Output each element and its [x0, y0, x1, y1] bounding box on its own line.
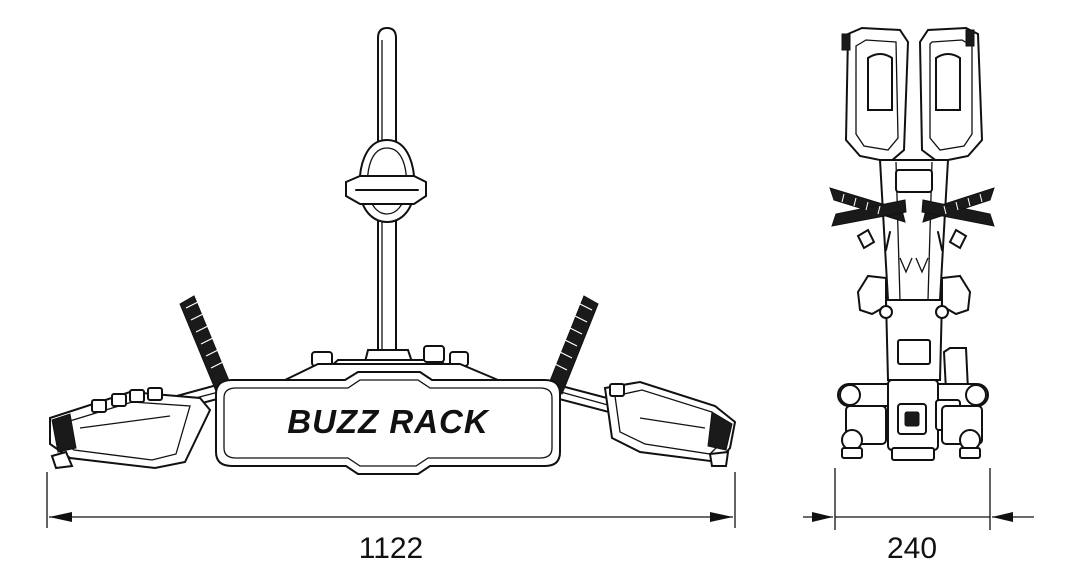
- left-wheel-tray: [49, 387, 212, 470]
- logo-platform: BUZZ RACK: [215, 371, 561, 475]
- right-strap: [547, 295, 599, 395]
- arrow-right-icon: [812, 512, 833, 522]
- side-hooks: [856, 274, 972, 391]
- side-straps: [829, 187, 995, 274]
- right-wheel-tray: [603, 380, 737, 467]
- brand-logo: BUZZ RACK: [287, 403, 490, 440]
- arrow-right-icon: [710, 512, 733, 522]
- arrow-left-icon: [49, 512, 72, 522]
- front-view: BUZZ RACK 1122: [46, 26, 737, 565]
- folded-trays: [841, 26, 984, 164]
- depth-label: 240: [887, 532, 937, 565]
- side-view: 240: [803, 26, 1034, 565]
- depth-dimension: 240: [803, 468, 1034, 565]
- width-dimension: 1122: [46, 472, 736, 565]
- side-column: [878, 159, 950, 381]
- width-label: 1122: [359, 532, 424, 565]
- side-base: [837, 379, 989, 461]
- frame-clamp: [345, 138, 427, 224]
- arrow-left-icon: [992, 512, 1013, 522]
